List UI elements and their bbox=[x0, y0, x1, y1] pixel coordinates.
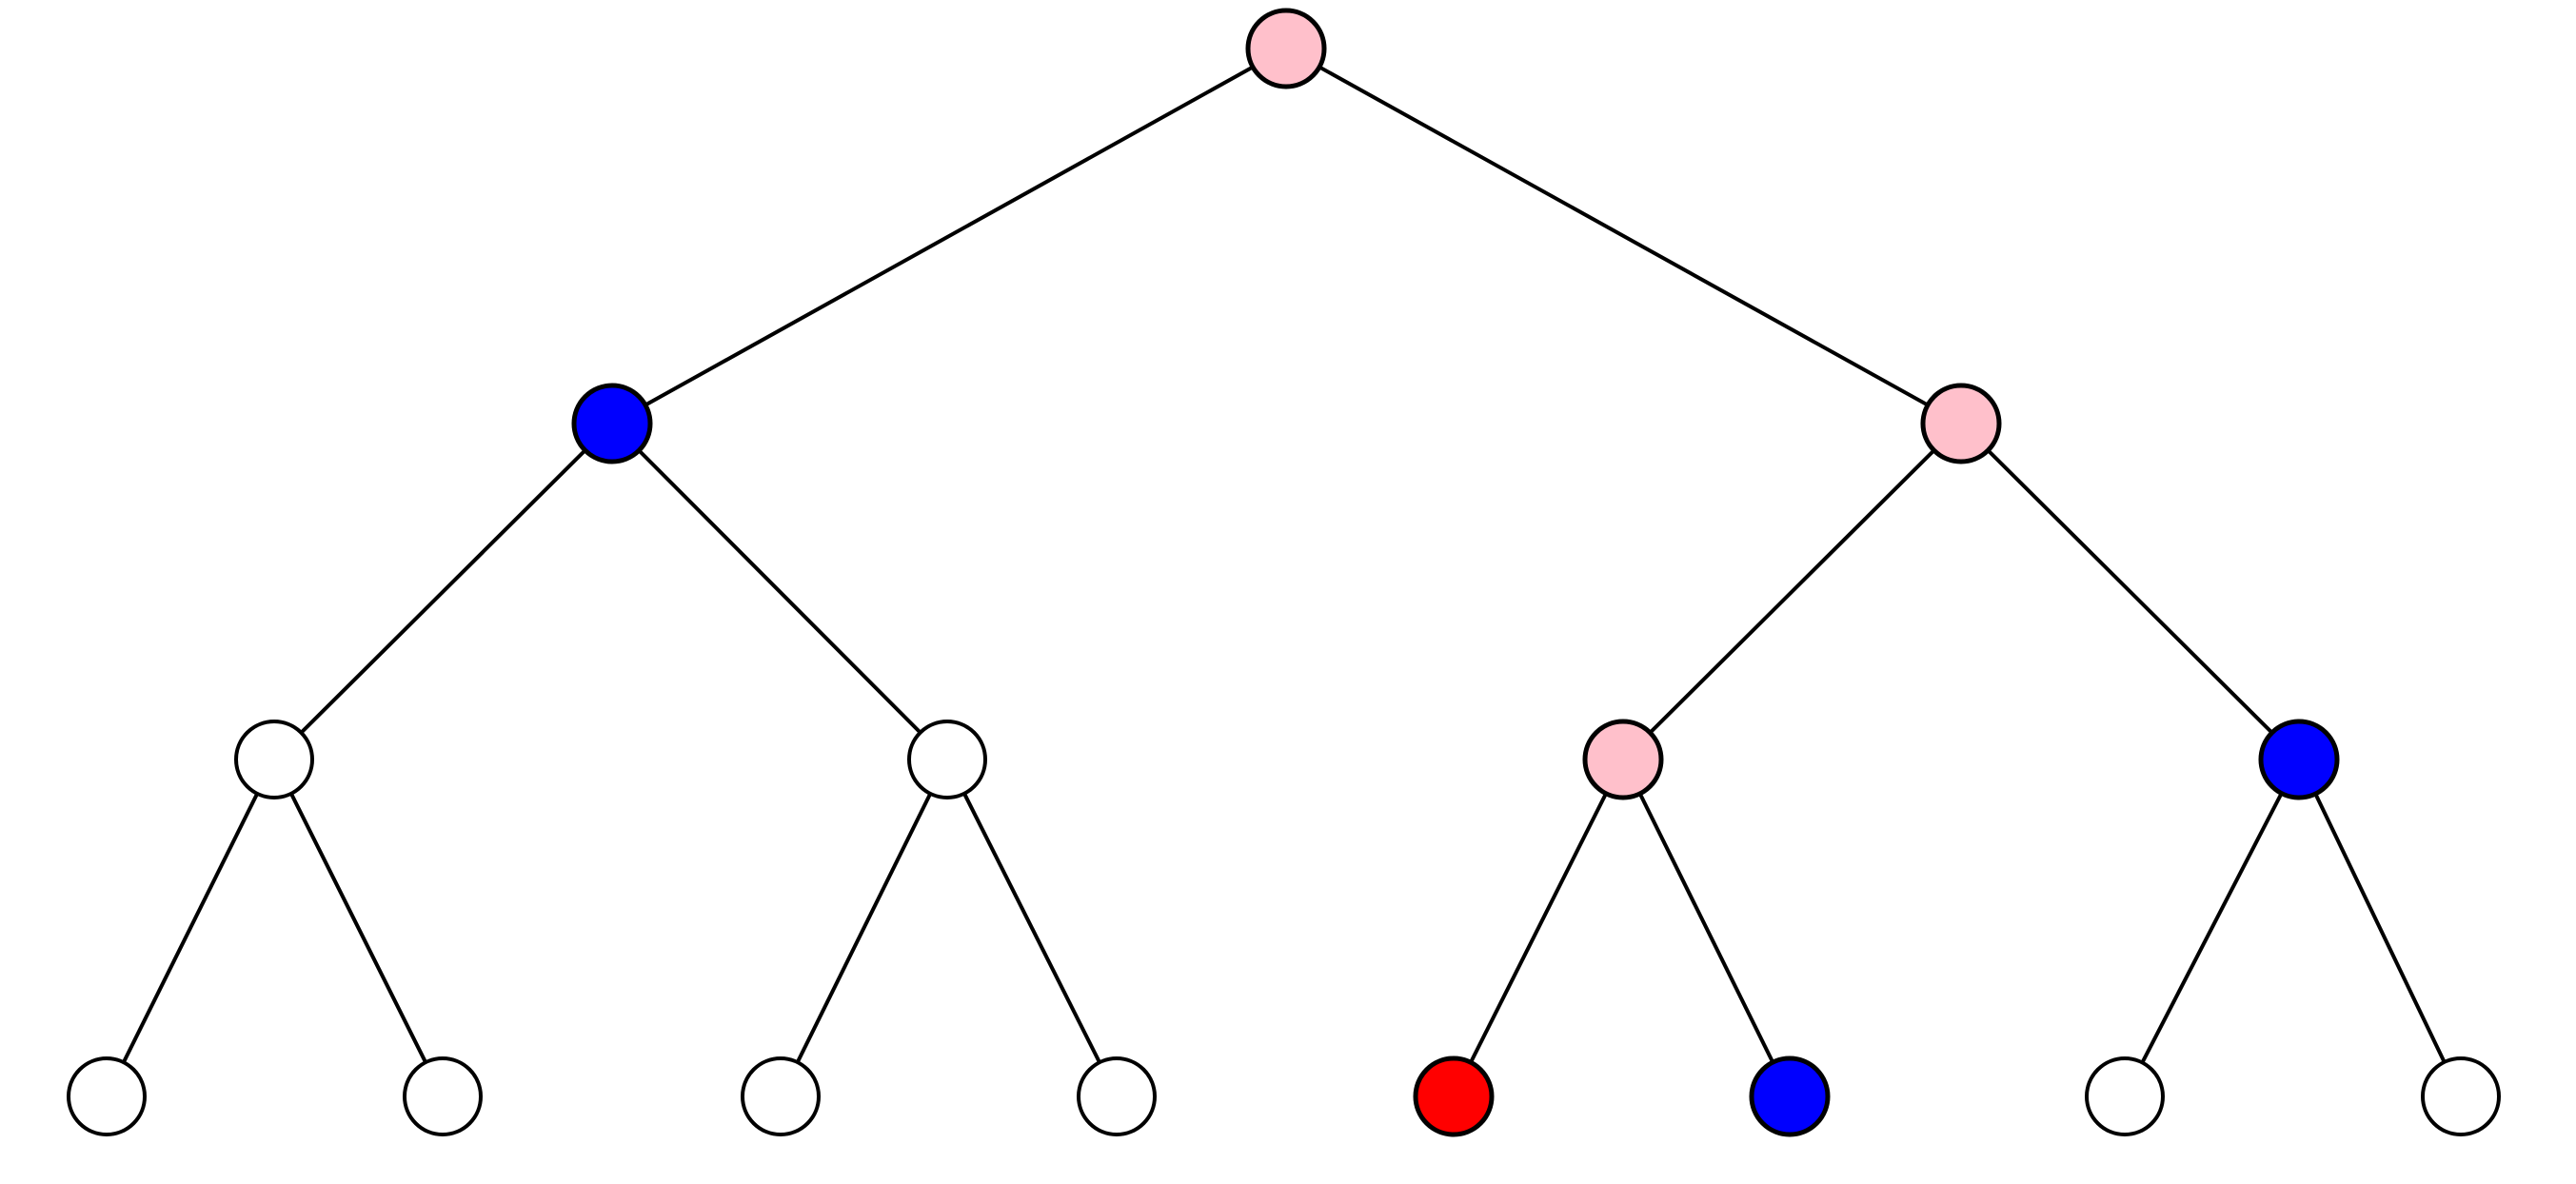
tree-node-blue[interactable] bbox=[571, 383, 653, 464]
tree-edge bbox=[611, 47, 1287, 425]
node-layer bbox=[67, 8, 2501, 1137]
tree-edge bbox=[105, 759, 276, 1097]
tree-node-white[interactable] bbox=[234, 720, 314, 799]
tree-node-white[interactable] bbox=[741, 1056, 821, 1136]
tree-edge bbox=[2123, 759, 2301, 1097]
tree-edge bbox=[1959, 422, 2301, 761]
tree-edge bbox=[2297, 759, 2463, 1097]
tree-node-blue[interactable] bbox=[1749, 1056, 1831, 1137]
tree-node-white[interactable] bbox=[67, 1056, 147, 1136]
tree-node-blue[interactable] bbox=[2258, 719, 2340, 800]
tree-node-white[interactable] bbox=[403, 1056, 483, 1136]
tree-node-pink[interactable] bbox=[1582, 719, 1664, 800]
tree-edge bbox=[1621, 422, 1963, 761]
tree-node-pink[interactable] bbox=[1245, 8, 1327, 89]
edge-layer bbox=[105, 47, 2463, 1097]
tree-edge bbox=[945, 759, 1119, 1097]
tree-node-white[interactable] bbox=[1077, 1056, 1157, 1136]
tree-node-pink[interactable] bbox=[1920, 383, 2002, 464]
tree-edge bbox=[1452, 759, 1625, 1097]
tree-edge bbox=[272, 759, 445, 1097]
tree-edge bbox=[1621, 759, 1792, 1097]
tree-edge bbox=[779, 759, 949, 1097]
tree-node-white[interactable] bbox=[907, 720, 987, 799]
tree-edge bbox=[1285, 47, 1962, 425]
tree-node-white[interactable] bbox=[2085, 1056, 2165, 1136]
tree-node-white[interactable] bbox=[2421, 1056, 2501, 1136]
tree-node-red[interactable] bbox=[1413, 1056, 1495, 1137]
tree-edge bbox=[272, 422, 614, 761]
tree-edge bbox=[610, 422, 949, 761]
